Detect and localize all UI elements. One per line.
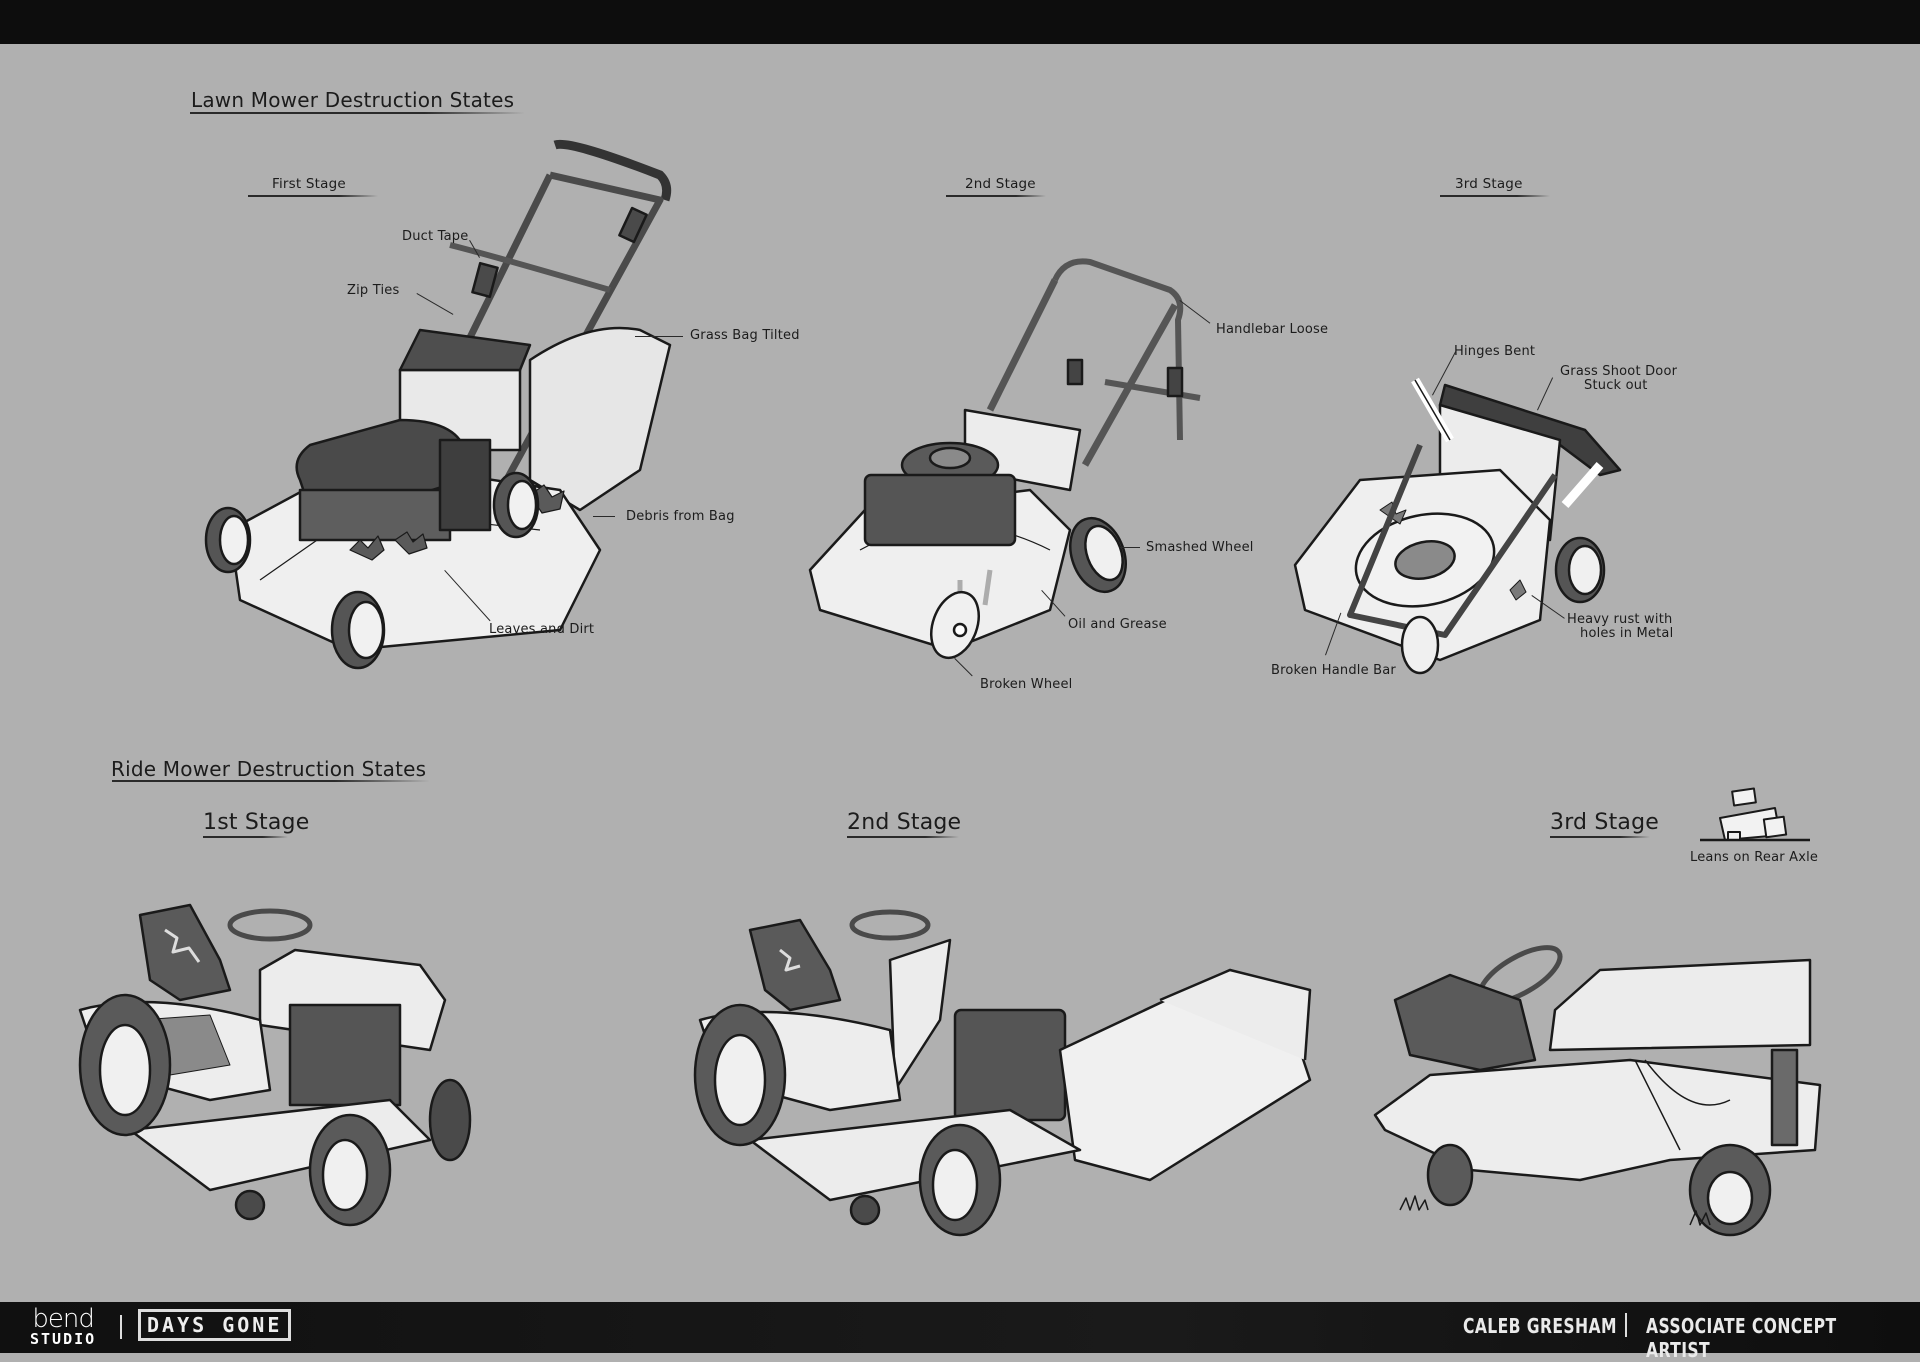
- callout-oil-and-grease: Oil and Grease: [1068, 617, 1167, 632]
- leans-on-rear-axle-diagram: [1700, 787, 1810, 842]
- ride-stage-1-label: 1st Stage: [203, 810, 310, 835]
- lawn-mower-title-underline: [190, 112, 525, 114]
- callout-debris-from-bag-leader: [593, 516, 615, 517]
- ride-stage-2-label: 2nd Stage: [847, 810, 962, 835]
- days-gone-logo: DAYS GONE: [138, 1309, 292, 1341]
- callout-heavy-rust-line-1: Heavy rust with: [1567, 612, 1673, 627]
- callout-duct-tape: Duct Tape: [402, 229, 469, 244]
- callout-grass-bag-tilted-leader: [635, 336, 683, 337]
- ride-mower-stage-1-drawing: [78, 903, 472, 1227]
- lawn-stage-2-underline: [946, 195, 1046, 197]
- ride-stage-2-underline: [847, 836, 959, 838]
- lawn-mower-stage-1-drawing: [204, 139, 672, 670]
- callout-zip-ties: Zip Ties: [347, 283, 400, 298]
- leans-on-rear-axle-note: Leans on Rear Axle: [1690, 850, 1819, 865]
- footer-bar: [0, 1302, 1920, 1353]
- lawn-stage-1-underline: [248, 195, 378, 197]
- lawn-mower-section-title: Lawn Mower Destruction States: [191, 88, 515, 112]
- top-bar: [0, 0, 1920, 44]
- ride-mower-stage-2-drawing: [693, 909, 1312, 1237]
- callout-smashed-wheel-leader: [1120, 547, 1140, 548]
- artist-name: CALEB GRESHAM: [1463, 1314, 1617, 1338]
- callout-hinges-bent: Hinges Bent: [1454, 344, 1536, 359]
- ride-mower-title-underline: [112, 780, 430, 782]
- lawn-mower-stage-2-drawing: [808, 258, 1201, 660]
- ride-stage-3-label: 3rd Stage: [1550, 810, 1659, 835]
- ride-stage-3-underline: [1550, 836, 1650, 838]
- callout-broken-wheel: Broken Wheel: [980, 677, 1073, 692]
- callout-stuck-out: Stuck out: [1584, 378, 1648, 393]
- lawn-stage-2-label: 2nd Stage: [965, 176, 1036, 192]
- lawn-mower-stage-3-drawing: [1293, 377, 1622, 675]
- callout-grass-shoot-door: Grass Shoot Door: [1560, 364, 1678, 379]
- credit-separator: [1625, 1313, 1627, 1337]
- ride-mower-stage-3-drawing: [1373, 945, 1822, 1237]
- callout-leaves-and-dirt: Leaves and Dirt: [489, 622, 595, 637]
- studio-logo-wordmark: STUDIO: [30, 1330, 97, 1348]
- lawn-stage-1-label: First Stage: [272, 176, 346, 192]
- logo-separator: [120, 1315, 122, 1339]
- lawn-stage-3-label: 3rd Stage: [1455, 176, 1523, 192]
- callout-heavy-rust-line-2: holes in Metal: [1580, 626, 1674, 641]
- lawn-stage-3-underline: [1440, 195, 1550, 197]
- ride-stage-1-underline: [203, 836, 288, 838]
- callout-debris-from-bag: Debris from Bag: [626, 509, 735, 524]
- ride-mower-section-title: Ride Mower Destruction States: [111, 757, 427, 781]
- bend-logo-wordmark: bend: [32, 1304, 94, 1334]
- callout-grass-bag-tilted: Grass Bag Tilted: [690, 328, 800, 343]
- artist-role: ASSOCIATE CONCEPT ARTIST: [1646, 1314, 1837, 1362]
- callout-broken-handle-bar: Broken Handle Bar: [1271, 663, 1396, 678]
- callout-smashed-wheel: Smashed Wheel: [1146, 540, 1254, 555]
- callout-handlebar-loose: Handlebar Loose: [1216, 322, 1329, 337]
- bend-studio-logo: bend STUDIO: [30, 1306, 96, 1347]
